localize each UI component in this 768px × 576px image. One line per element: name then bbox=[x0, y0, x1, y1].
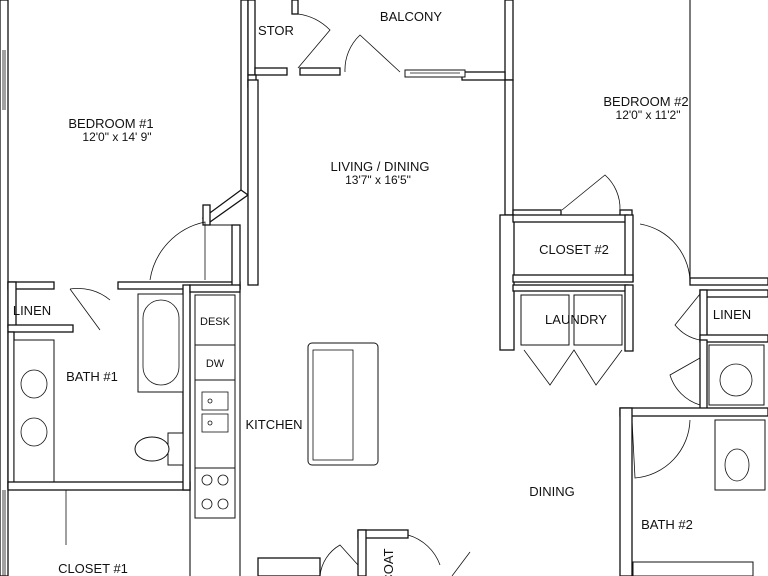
label-bedroom-2: BEDROOM #2 bbox=[603, 94, 688, 109]
label-dishwasher: DW bbox=[206, 358, 225, 370]
label-bath-1: BATH #1 bbox=[66, 369, 118, 384]
label-closet-2: CLOSET #2 bbox=[539, 242, 609, 257]
dimensions-living-dining: 13'7" x 16'5" bbox=[345, 173, 411, 187]
label-linen-right: LINEN bbox=[713, 307, 751, 322]
label-bedroom-1: BEDROOM #1 bbox=[68, 116, 153, 131]
doors bbox=[69, 13, 701, 576]
label-dining: DINING bbox=[529, 484, 575, 499]
label-kitchen: KITCHEN bbox=[245, 417, 302, 432]
label-bath-2: BATH #2 bbox=[641, 517, 693, 532]
dimensions-bedroom-1: 12'0" x 14' 9" bbox=[82, 130, 151, 144]
label-coat: COAT bbox=[381, 548, 396, 576]
label-stor: STOR bbox=[258, 23, 294, 38]
label-balcony: BALCONY bbox=[380, 9, 442, 24]
label-closet-1: CLOSET #1 bbox=[58, 561, 128, 576]
label-laundry: LAUNDRY bbox=[545, 312, 607, 327]
room-labels: BALCONY STOR BEDROOM #1 12'0" x 14' 9" L… bbox=[13, 9, 751, 576]
label-linen-left: LINEN bbox=[13, 303, 51, 318]
label-desk: DESK bbox=[200, 316, 231, 328]
dimensions-bedroom-2: 12'0" x 11'2" bbox=[616, 108, 681, 122]
label-living-dining: LIVING / DINING bbox=[331, 159, 430, 174]
